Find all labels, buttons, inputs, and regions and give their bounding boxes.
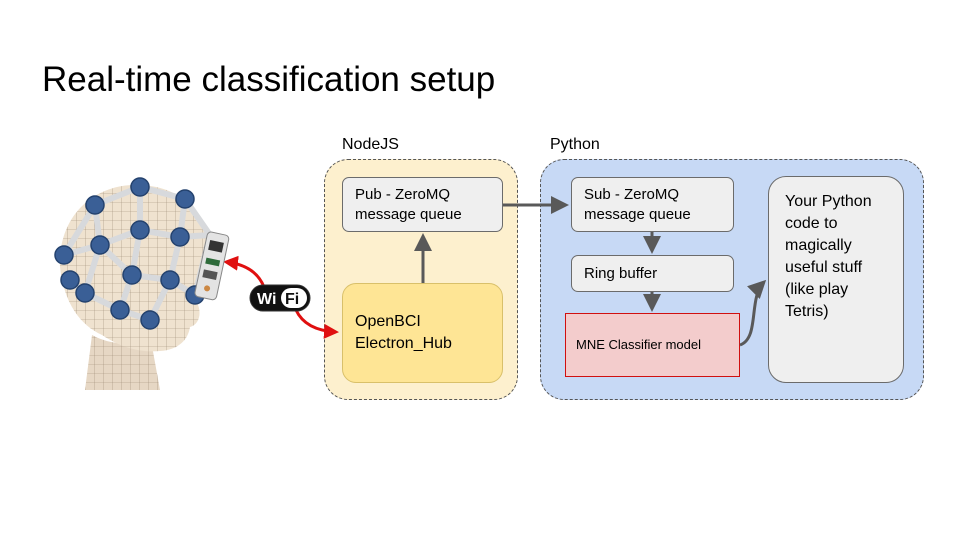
electron-hub-box: OpenBCI Electron_Hub (342, 283, 503, 383)
sub-box-line1: Sub - ZeroMQ (584, 185, 680, 203)
slide-title: Real-time classification setup (42, 60, 496, 99)
mne-classifier-label: MNE Classifier model (576, 337, 701, 352)
hub-box-line2: Electron_Hub (355, 335, 452, 352)
python-code-box: Your Python code to magically useful stu… (768, 176, 904, 383)
python-code-text: Your Python code to magically useful stu… (785, 193, 872, 320)
hub-box-line1: OpenBCI (355, 313, 421, 330)
sub-box-line2: message queue (584, 205, 691, 223)
ring-buffer-label: Ring buffer (584, 264, 658, 282)
ring-buffer-box: Ring buffer (571, 255, 734, 292)
wifi-left-text: Wi (257, 291, 276, 308)
wifi-logo-icon: Wi Fi (249, 284, 311, 312)
sub-zeromq-box: Sub - ZeroMQ message queue (571, 177, 734, 232)
pub-zeromq-box: Pub - ZeroMQ message queue (342, 177, 503, 232)
pub-box-line1: Pub - ZeroMQ (355, 185, 451, 203)
eeg-headset-illustration (54, 177, 230, 390)
wifi-right-text: Fi (285, 291, 299, 308)
pub-box-line2: message queue (355, 205, 462, 223)
nodejs-group-label: NodeJS (342, 136, 399, 153)
mne-classifier-box: MNE Classifier model (565, 313, 740, 377)
python-group-label: Python (550, 136, 600, 153)
